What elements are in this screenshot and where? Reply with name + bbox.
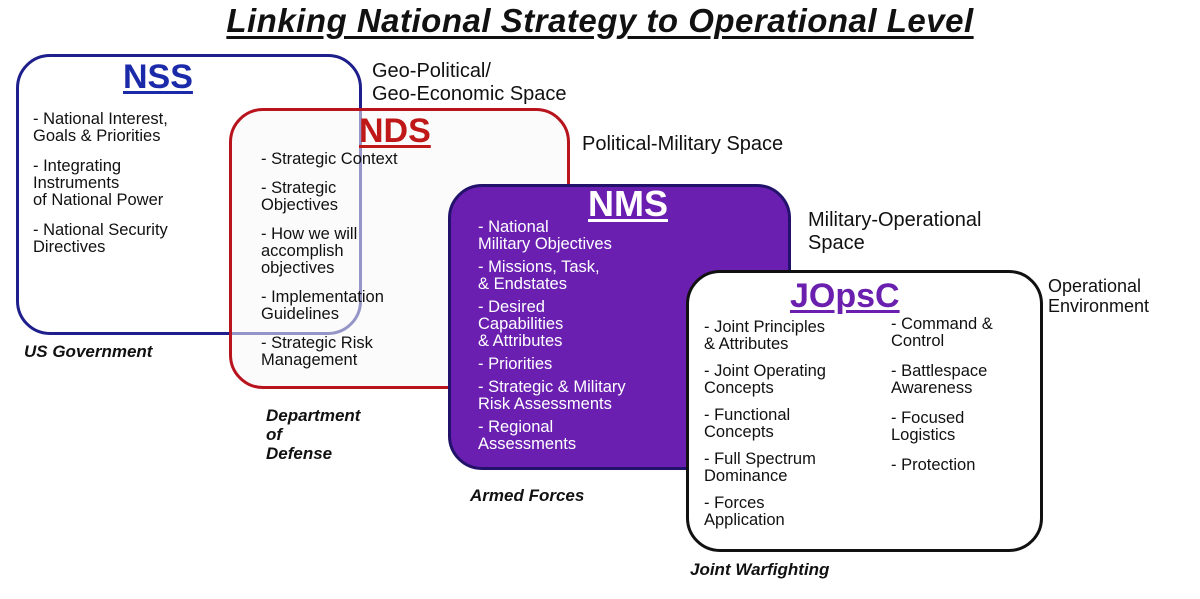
jopsc-list-right: - Command & Control - Battlespace Awaren… — [891, 316, 1041, 487]
jopsc-item: - Focused Logistics — [891, 409, 965, 444]
nms-item: - Desired Capabilities & Attributes — [478, 298, 564, 350]
nss-list: - National Interest, Goals & Priorities … — [33, 111, 233, 269]
space-label-geo: Geo-Political/ Geo-Economic Space — [372, 60, 567, 105]
nss-item: - Integrating Instruments of National Po… — [33, 157, 164, 209]
org-label-joint-warfighting: Joint Warfighting — [690, 560, 830, 579]
jopsc-item: - Command & Control — [891, 315, 993, 350]
nds-item: - Strategic Context — [261, 150, 398, 168]
nms-item: - Regional Assessments — [478, 418, 577, 453]
space-label-milop: Military-Operational Space — [808, 209, 982, 254]
nds-item: - Strategic Risk Management — [261, 334, 373, 369]
nms-list: - National Military Objectives - Mission… — [478, 219, 703, 459]
diagram-title: Linking National Strategy to Operational… — [226, 2, 974, 39]
nms-item: - Missions, Task, & Endstates — [478, 258, 600, 293]
space-label-openv: Operational Environment — [1048, 276, 1150, 316]
org-label-dod: Department of Defense — [266, 406, 361, 463]
nss-item: - National Security Directives — [33, 221, 168, 256]
nds-heading: NDS — [359, 112, 431, 150]
jopsc-box — [686, 270, 1043, 552]
jopsc-item: - Forces Application — [704, 494, 785, 529]
nds-list: - Strategic Context - Strategic Objectiv… — [261, 151, 446, 381]
nms-heading: NMS — [588, 183, 668, 224]
nds-item: - Implementation Guidelines — [261, 288, 384, 323]
nms-item: - Priorities — [478, 355, 553, 373]
jopsc-item: - Battlespace Awareness — [891, 362, 988, 397]
jopsc-item: - Joint Operating Concepts — [704, 362, 826, 397]
jopsc-heading: JOpsC — [790, 277, 900, 315]
space-label-polmil: Political-Military Space — [582, 133, 784, 155]
jopsc-item: - Full Spectrum Dominance — [704, 450, 816, 485]
nss-heading: NSS — [123, 58, 193, 96]
nss-item: - National Interest, Goals & Priorities — [33, 110, 168, 145]
nds-item: - Strategic Objectives — [261, 179, 339, 214]
nds-item: - How we will accomplish objectives — [261, 225, 358, 277]
jopsc-item: - Joint Principles & Attributes — [704, 318, 826, 353]
jopsc-list-left: - Joint Principles & Attributes - Joint … — [704, 319, 889, 539]
nms-item: - National Military Objectives — [478, 218, 612, 253]
org-label-armed-forces: Armed Forces — [470, 486, 585, 505]
jopsc-item: - Functional Concepts — [704, 406, 791, 441]
nms-item: - Strategic & Military Risk Assessments — [478, 378, 626, 413]
jopsc-item: - Protection — [891, 456, 976, 474]
org-label-us-government: US Government — [24, 342, 153, 361]
